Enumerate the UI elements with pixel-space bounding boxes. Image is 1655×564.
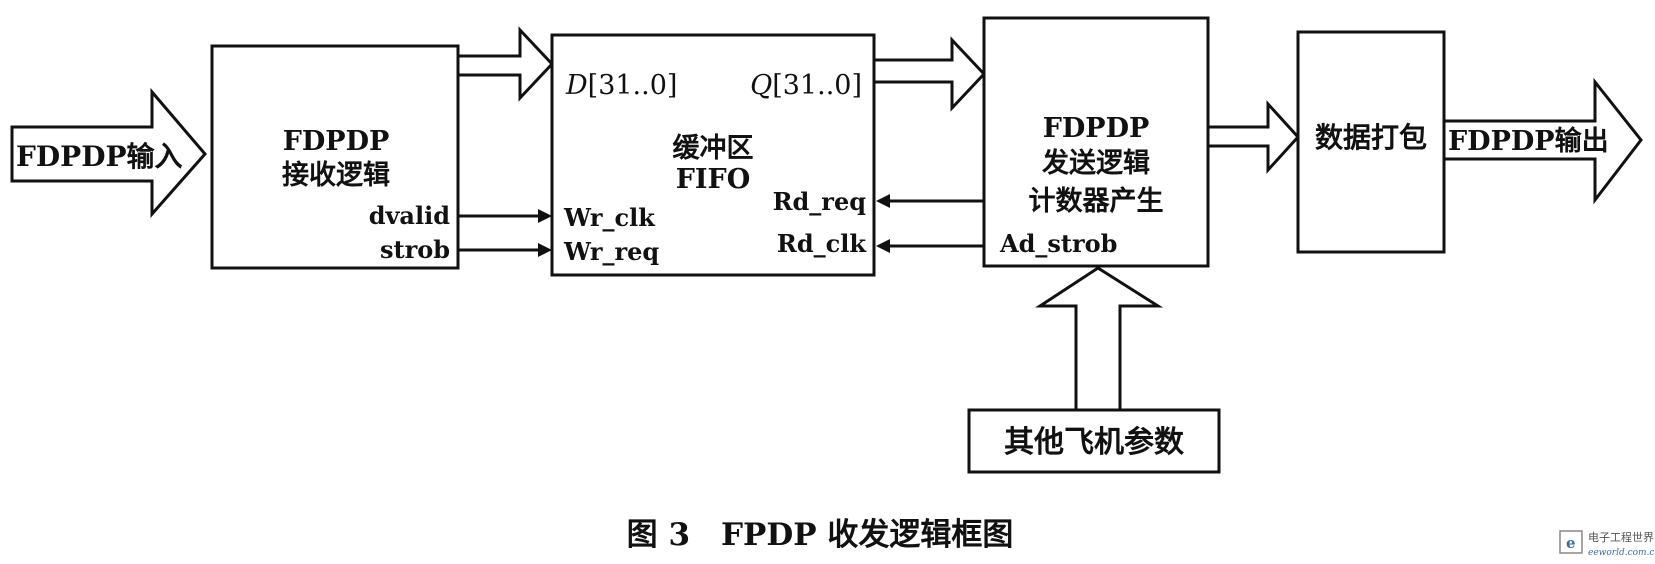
- packer-title: 数据打包: [1315, 121, 1427, 154]
- fifo-title-line1: 缓冲区: [673, 133, 754, 164]
- watermark-logo-icon: [1559, 530, 1583, 554]
- fifo-title-line2: FIFO: [676, 164, 751, 195]
- fifo-port-wr-clk: Wr_clk: [563, 203, 656, 232]
- watermark: e 电子工程世界 eeworld.com.cn: [1559, 530, 1655, 558]
- packer-block: [1296, 30, 1446, 254]
- fifo-port-rd-req: Rd_req: [773, 187, 867, 216]
- watermark-name: 电子工程世界: [1588, 531, 1654, 544]
- fifo-port-rd-clk: Rd_clk: [777, 229, 867, 258]
- fifo-block: [550, 33, 876, 277]
- output-label: FDPDP输出: [1448, 125, 1609, 157]
- params-box: [967, 408, 1221, 474]
- fifo-port-d: D[31..0]: [565, 70, 677, 101]
- dvalid-to-wrclk-line: [458, 209, 552, 223]
- params-arrow: [1034, 266, 1164, 412]
- sender-title-line1: FDPDP: [1043, 113, 1150, 144]
- figure-caption: 图 3 FPDP 收发逻辑框图: [627, 517, 1014, 553]
- rx-to-fifo-data-arrow: [456, 26, 555, 102]
- receiver-port-strob: strob: [380, 235, 450, 264]
- params-label: 其他飞机参数: [1004, 425, 1185, 460]
- fifo-port-d-symbol: D: [565, 70, 588, 101]
- output-arrow: [1442, 77, 1643, 205]
- fifo-port-q-symbol: Q: [750, 70, 772, 101]
- watermark-url: eeworld.com.cn: [1588, 548, 1655, 558]
- receiver-block: [210, 44, 460, 270]
- input-label: FDPDP输入: [16, 140, 183, 173]
- sender-to-rdclk-line: [876, 239, 984, 253]
- svg-text:e: e: [1566, 534, 1576, 552]
- fifo-to-sender-data-arrow: [872, 36, 987, 112]
- receiver-port-dvalid: dvalid: [369, 201, 451, 230]
- strob-to-wrreq-line: [458, 243, 552, 257]
- receiver-title-line2: 接收逻辑: [282, 160, 390, 191]
- sender-to-packer-arrow: [1206, 100, 1301, 174]
- input-arrow: [10, 87, 207, 218]
- sender-title-line2: 发送逻辑: [1041, 147, 1150, 179]
- sender-port-ad-strob: Ad_strob: [999, 229, 1117, 258]
- sender-to-rdreq-line: [876, 194, 984, 208]
- receiver-title-line1: FDPDP: [283, 126, 390, 157]
- fifo-port-q: Q[31..0]: [750, 70, 862, 101]
- fifo-port-q-range: [31..0]: [772, 70, 862, 101]
- fifo-port-wr-req: Wr_req: [563, 237, 659, 266]
- sender-title-line3: 计数器产生: [1029, 186, 1164, 217]
- fifo-port-d-range: [31..0]: [588, 70, 678, 101]
